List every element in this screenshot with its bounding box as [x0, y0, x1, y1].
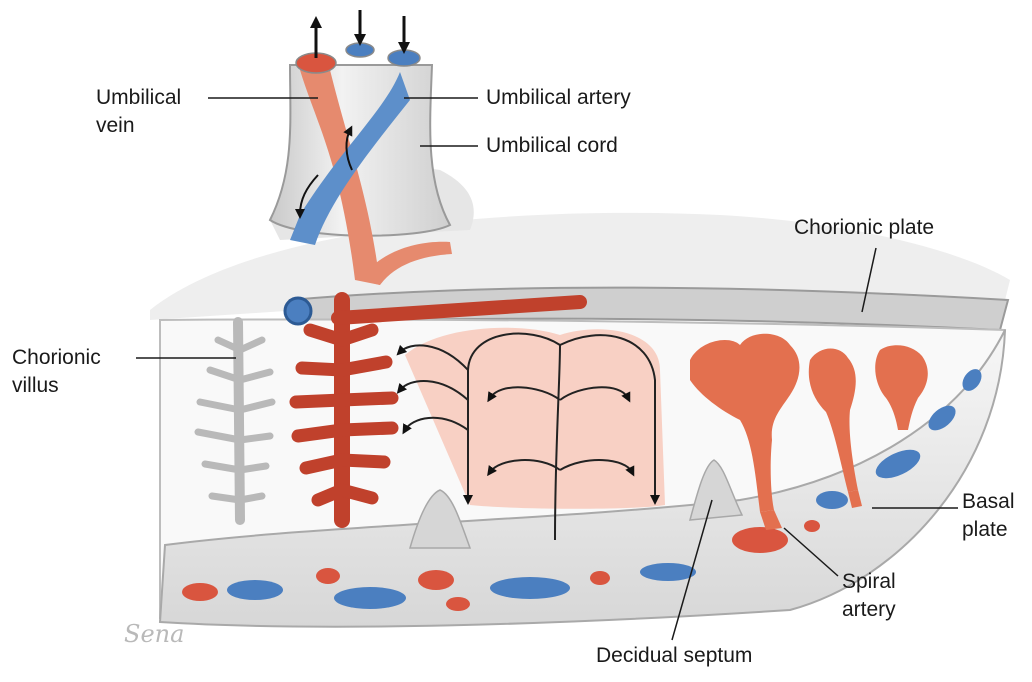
label-basal-plate-line1: Basal	[962, 488, 1015, 516]
label-umbilical-vein-line1: Umbilical	[96, 84, 181, 112]
umbilical-cord	[270, 10, 452, 285]
label-chorionic-villus-line1: Chorionic	[12, 344, 101, 372]
label-chorionic-plate: Chorionic plate	[794, 214, 934, 242]
label-umbilical-cord: Umbilical cord	[486, 132, 618, 160]
label-basal-plate-line2: plate	[962, 516, 1008, 544]
label-umbilical-vein-line2: vein	[96, 112, 135, 140]
label-umbilical-artery: Umbilical artery	[486, 84, 631, 112]
label-spiral-artery-line2: artery	[842, 596, 896, 624]
artist-signature: Sena	[124, 620, 184, 648]
label-spiral-artery-line1: Spiral	[842, 568, 896, 596]
label-decidual-septum: Decidual septum	[596, 642, 752, 670]
label-chorionic-villus-line2: villus	[12, 372, 59, 400]
